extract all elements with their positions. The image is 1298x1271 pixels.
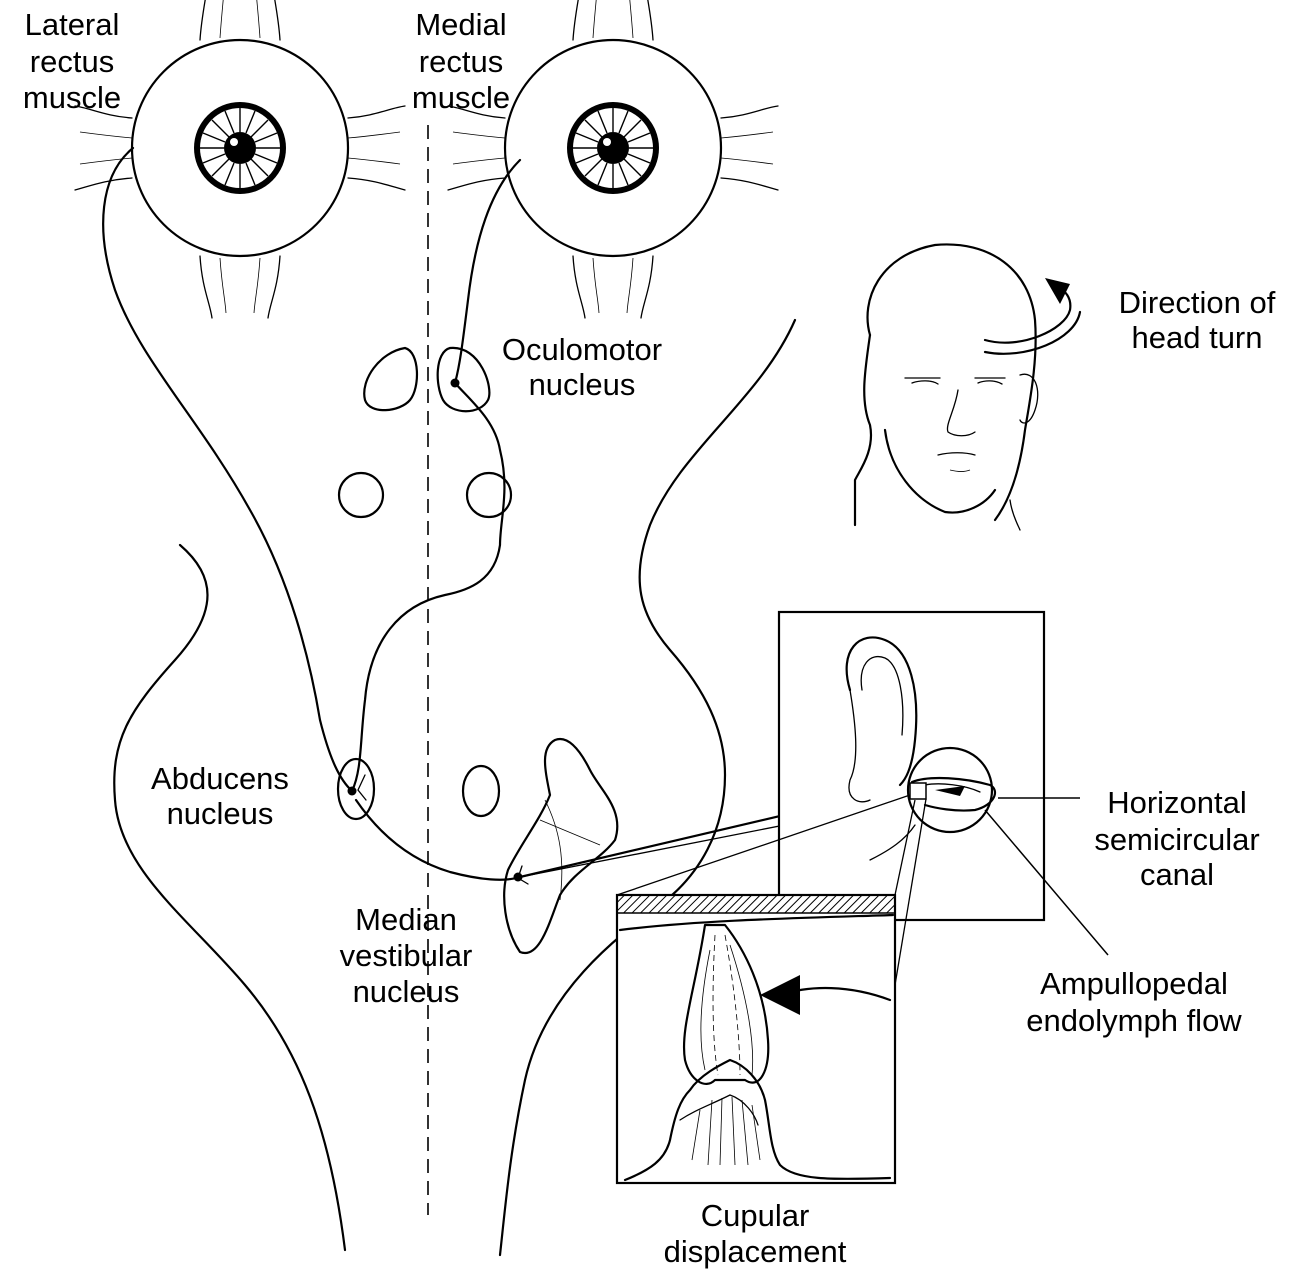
label-vestibular-line1: Median — [355, 902, 457, 937]
oculomotor-nucleus-shape — [438, 348, 490, 411]
label-lateral-rectus: Lateral rectus muscle — [23, 7, 121, 115]
label-cupular-displacement: Cupular displacement — [664, 1198, 847, 1269]
label-direction-head-turn: Direction of head turn — [1119, 285, 1276, 355]
vestibular-nucleus-shape — [504, 739, 617, 953]
ear-inset-box — [779, 612, 1044, 920]
label-direction-line1: Direction of — [1119, 285, 1276, 320]
label-abducens-line2: nucleus — [167, 796, 274, 831]
brainstem-left-outline — [114, 545, 345, 1250]
label-abducens-nucleus: Abducens nucleus — [151, 761, 289, 831]
label-ampullopedal-line1: Ampullopedal — [1040, 966, 1228, 1001]
label-oculomotor-nucleus: Oculomotor nucleus — [502, 332, 662, 402]
label-lateral-rectus-line1: Lateral — [25, 7, 120, 42]
label-cupular-line2: displacement — [664, 1234, 847, 1269]
label-vestibular-line2: vestibular — [340, 938, 473, 973]
left-tract-circle — [339, 473, 383, 517]
label-cupular-line1: Cupular — [701, 1198, 810, 1233]
label-canal-line1: Horizontal — [1107, 785, 1247, 820]
vestibular-to-abducens-fiber — [356, 800, 520, 880]
label-lateral-rectus-line2: rectus — [30, 44, 114, 79]
label-median-vestibular: Median vestibular nucleus — [340, 902, 473, 1009]
label-canal-line3: canal — [1140, 857, 1214, 892]
label-abducens-line1: Abducens — [151, 761, 289, 796]
label-canal-line2: semicircular — [1094, 822, 1259, 857]
label-vestibular-line3: nucleus — [353, 974, 460, 1009]
head-illustration — [855, 244, 1080, 530]
right-abducens-oval — [463, 766, 499, 816]
label-oculomotor-line2: nucleus — [529, 367, 636, 402]
abducens-nerve — [103, 148, 352, 791]
label-direction-line2: head turn — [1132, 320, 1263, 355]
label-horizontal-canal: Horizontal semicircular canal — [1094, 785, 1259, 892]
label-medial-rectus-line3: muscle — [412, 80, 510, 115]
label-lateral-rectus-line3: muscle — [23, 80, 121, 115]
label-medial-rectus-line2: rectus — [419, 44, 503, 79]
left-oculomotor-region — [364, 348, 417, 410]
label-medial-rectus-line1: Medial — [415, 7, 506, 42]
left-eye — [75, 0, 405, 318]
label-ampullopedal-line2: endolymph flow — [1026, 1003, 1242, 1038]
label-medial-rectus: Medial rectus muscle — [412, 7, 510, 115]
cupula-inset — [617, 895, 895, 1183]
label-oculomotor-line1: Oculomotor — [502, 332, 662, 367]
label-ampullopedal: Ampullopedal endolymph flow — [1026, 966, 1242, 1038]
